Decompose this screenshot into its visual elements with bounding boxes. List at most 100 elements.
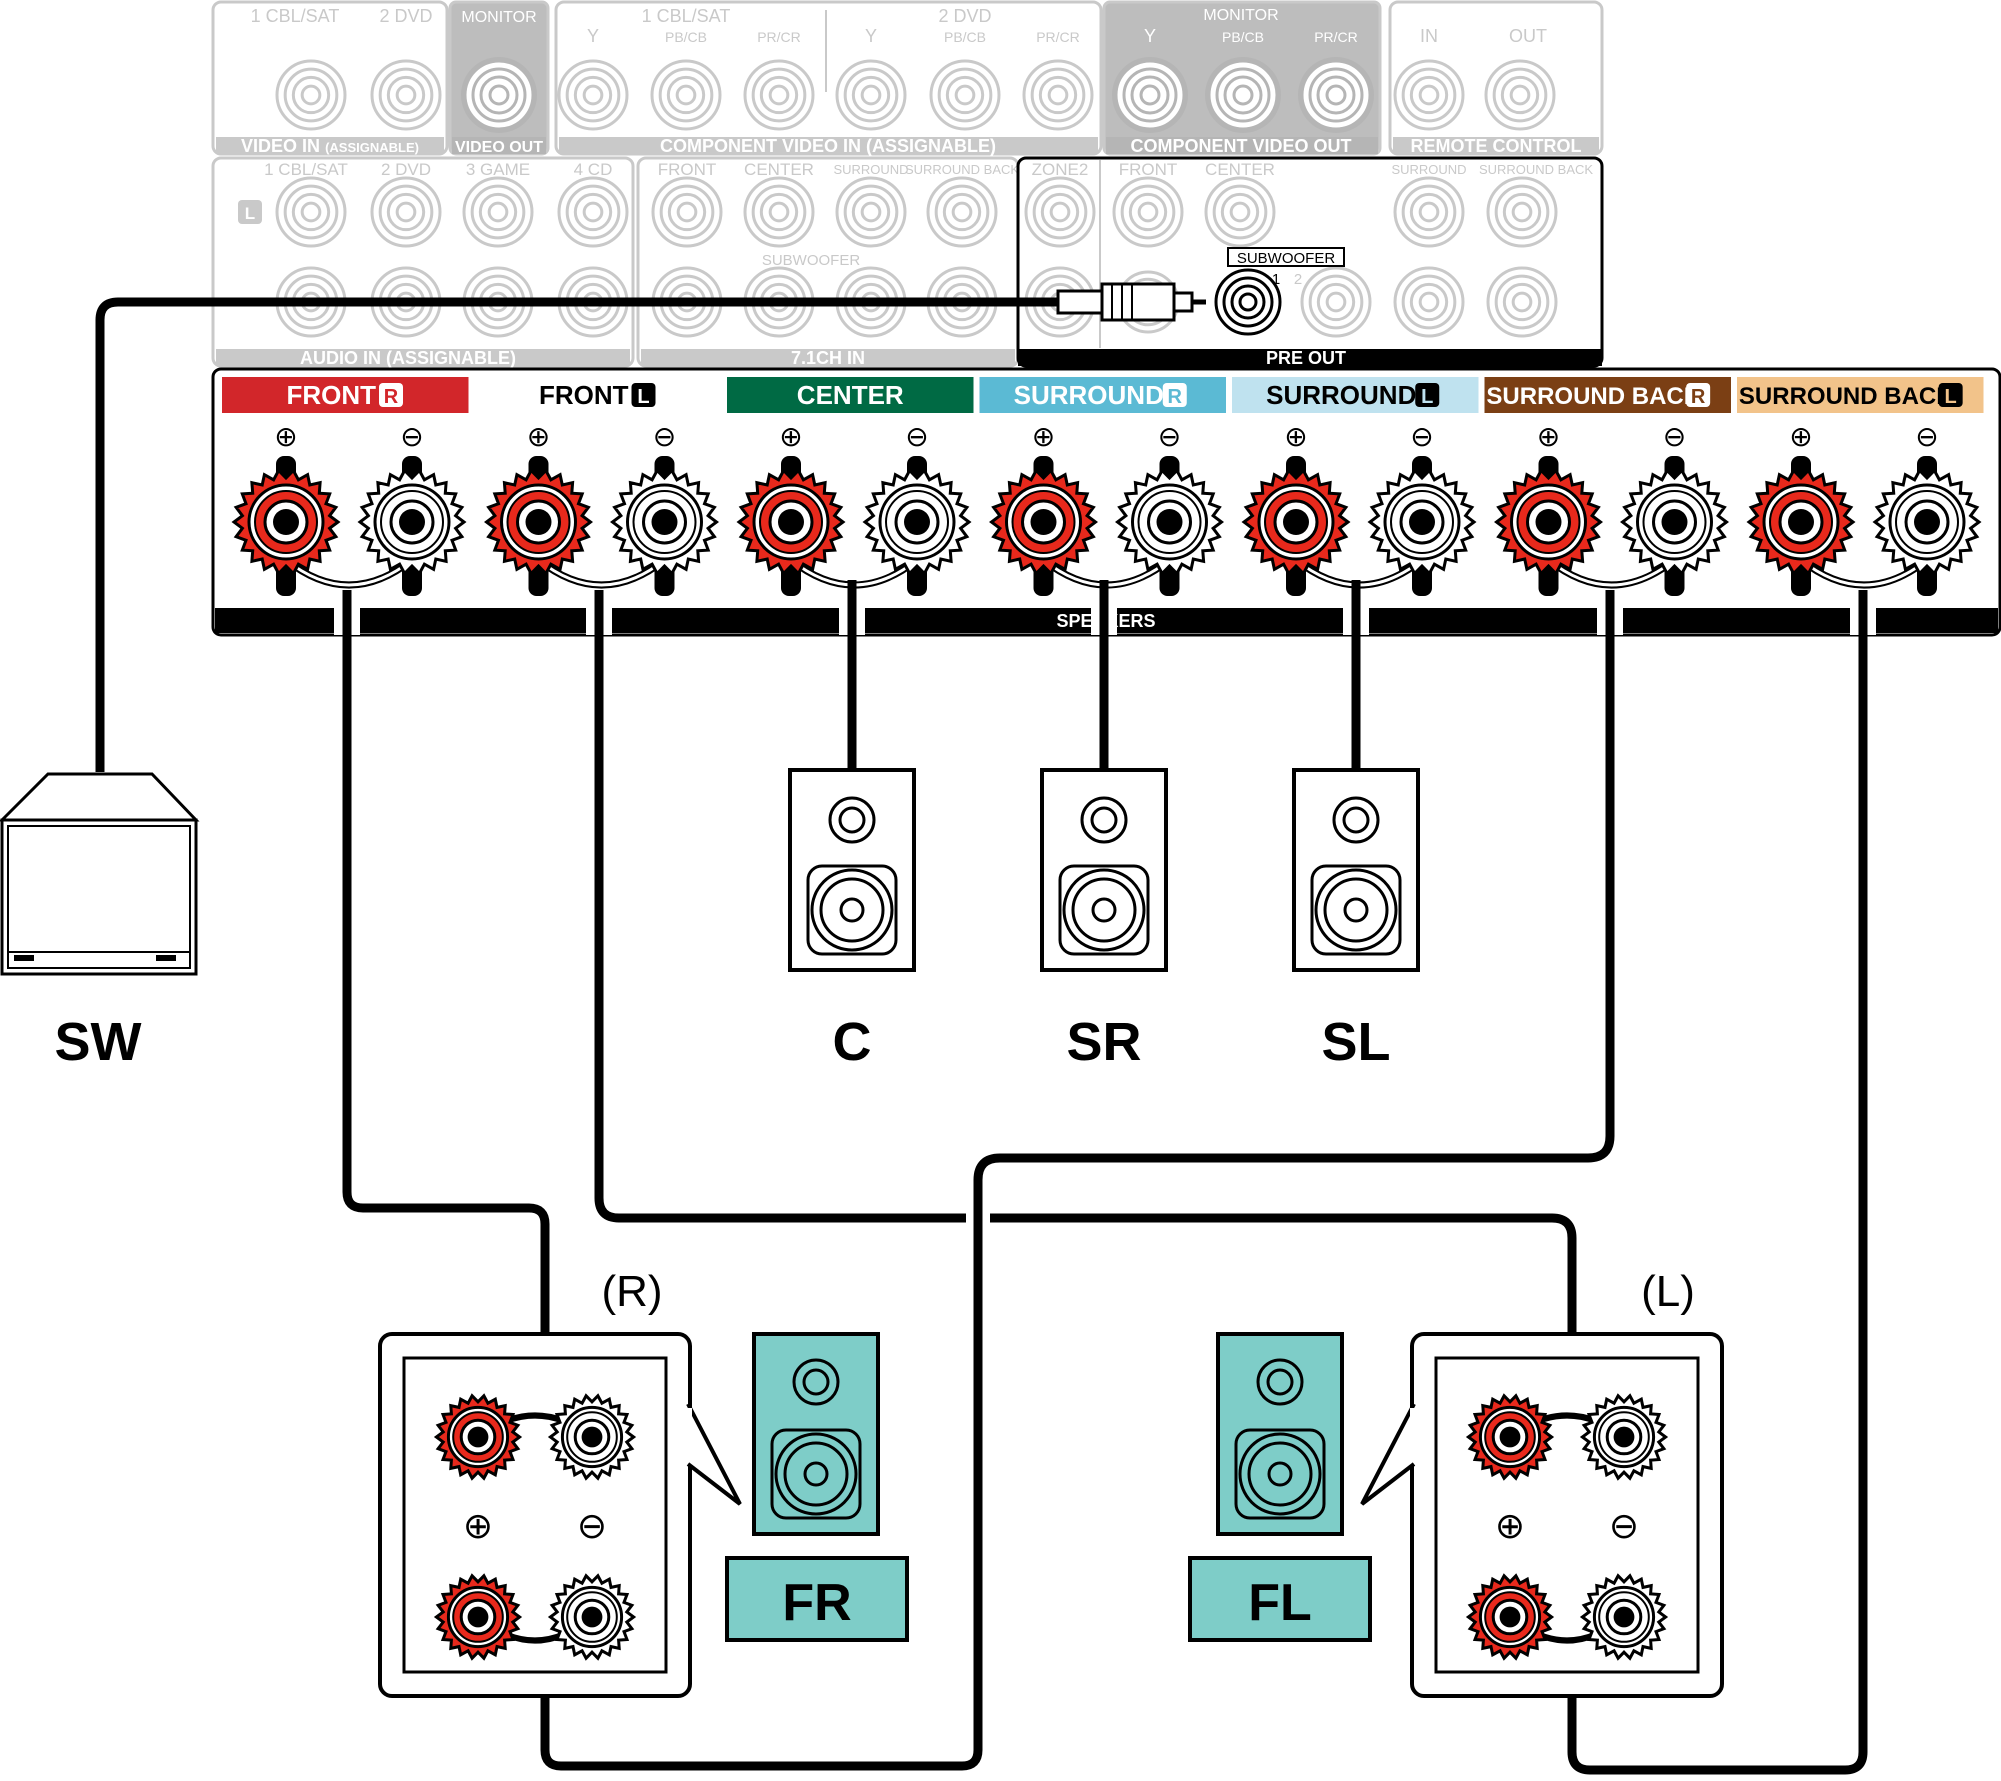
component-in-jack-4: [835, 59, 907, 131]
component-group-1: 1 CBL/SAT: [642, 6, 731, 26]
front-right-lower-plus[interactable]: [433, 1573, 523, 1661]
front-right-speaker: [752, 1332, 880, 1536]
ch71-surround: SURROUND: [833, 162, 908, 177]
receiver-top-panel: 1 CBL/SAT 2 DVD MONITOR 1 CBL/SAT 2 DVD …: [211, 0, 1604, 368]
pre-out-surround: SURROUND: [1391, 162, 1466, 177]
front-left-speaker: [1216, 1332, 1344, 1536]
speaker-channel-badge-box-4: [1415, 383, 1440, 407]
pre-out-center: CENTER: [1205, 160, 1275, 179]
component-out-jack-1: [1112, 57, 1188, 133]
video-monitor-label: MONITOR: [461, 9, 536, 26]
front-right-lower-minus[interactable]: [547, 1573, 637, 1661]
component-in-channel-0-1: PB/CB: [665, 29, 707, 45]
row2-upper-jack-3: [462, 176, 534, 248]
surround-left-speaker: [1292, 768, 1420, 972]
component-in-jack-6: [1022, 59, 1094, 131]
speaker-terminal-plus-6[interactable]: [1746, 468, 1856, 576]
speaker-terminal-plus-1[interactable]: [484, 468, 593, 576]
subwoofer-speaker: [0, 772, 200, 976]
jumper-inner-6: [1800, 558, 1928, 587]
pre-out-section: PRE OUT: [1266, 348, 1346, 368]
row2-upper-jack-11: [1204, 176, 1276, 248]
front-left-upper-plus[interactable]: [1465, 1393, 1555, 1481]
speaker-channel-label-0: FRONT: [286, 380, 376, 410]
speaker-channel-badge-box-1: [631, 383, 656, 407]
speaker-terminal-plus-2[interactable]: [736, 468, 846, 576]
ch71-in-bar: [641, 349, 1015, 366]
front-left-lower-plus[interactable]: [1465, 1573, 1555, 1661]
minus-symbol-2: ⊖: [905, 421, 928, 452]
front-left-terminal-plate: ⊕⊖: [1360, 1332, 1724, 1698]
component-in-channel-0-2: PR/CR: [757, 29, 801, 45]
row2-upper-jack-7: [835, 176, 907, 248]
speaker-terminal-minus-6[interactable]: [1872, 468, 1982, 576]
component-out-section: COMPONENT VIDEO OUT: [1130, 136, 1351, 156]
speaker-terminal-plus-0[interactable]: [231, 468, 341, 576]
speaker-terminal-minus-1[interactable]: [610, 468, 719, 576]
surround-right-label: SR: [1066, 1012, 1141, 1072]
front-left-lower-minus[interactable]: [1579, 1573, 1669, 1661]
component-out-channel-0: Y: [1144, 26, 1156, 46]
audio-in-2: 2 DVD: [381, 160, 431, 179]
wire-crossing-gaps: [966, 1200, 990, 1236]
speaker-channel-badge-box-0: [379, 383, 403, 407]
component-in-jack-1: [557, 59, 629, 131]
plus-symbol-6: ⊕: [1789, 421, 1812, 452]
row2-upper-jack-9: [1024, 176, 1096, 248]
component-in-jack-2: [650, 59, 722, 131]
audio-in-bar: [216, 349, 630, 366]
speaker-terminal-plus-5[interactable]: [1494, 468, 1603, 576]
jumper-inner-5: [1547, 558, 1676, 587]
speaker-terminal-minus-3[interactable]: [1115, 468, 1224, 576]
speaker-channel-badge-box-6: [1938, 383, 1963, 407]
small-speakers: [788, 768, 1420, 972]
speaker-terminal-minus-2[interactable]: [862, 468, 972, 576]
component-out-jack-3: [1298, 57, 1374, 133]
component-in-channel-0-0: Y: [587, 26, 599, 46]
wire-front-right-minus: [540, 590, 1615, 1771]
video-out-section: VIDEO OUT: [455, 139, 543, 156]
speaker-channel-label-5: SURROUND BACK: [1486, 383, 1701, 410]
component-in-section: COMPONENT VIDEO IN (ASSIGNABLE): [660, 136, 996, 156]
minus-symbol-4: ⊖: [1410, 421, 1433, 452]
front-left-upper-minus[interactable]: [1579, 1393, 1669, 1481]
speaker-channel-band-0: [222, 377, 469, 413]
speaker-terminal-minus-4[interactable]: [1367, 468, 1477, 576]
row2-lower-jack-13: [1486, 266, 1558, 338]
speaker-terminal-plus-4[interactable]: [1241, 468, 1351, 576]
row2-upper-jack-5: [651, 176, 723, 248]
ch71-center: CENTER: [744, 160, 814, 179]
pre-out-front: FRONT: [1119, 160, 1178, 179]
front-right-upper-plus[interactable]: [433, 1393, 523, 1481]
front-left-minus-symbol: ⊖: [1609, 1505, 1639, 1546]
speaker-terminal-minus-0[interactable]: [357, 468, 467, 576]
speaker-channel-badge-box-3: [1162, 383, 1187, 407]
speaker-channel-badge-3: R: [1168, 386, 1183, 408]
remote-jack-2: [1484, 59, 1556, 131]
front-left-label-box: [1188, 1556, 1372, 1642]
plus-symbol-0: ⊕: [274, 421, 297, 452]
speaker-terminal-plus-3[interactable]: [989, 468, 1098, 576]
row2-upper-jack-2: [370, 176, 442, 248]
pre-out-bar: [1018, 349, 1602, 366]
video-in-section: VIDEO IN (ASSIGNABLE): [241, 136, 419, 156]
component-in-channel-1-1: PB/CB: [944, 29, 986, 45]
row2-upper-jack-12: [1393, 176, 1465, 248]
video-in-input-1: 1 CBL/SAT: [251, 6, 340, 26]
speaker-terminal-minus-5[interactable]: [1620, 468, 1729, 576]
front-right-upper-minus[interactable]: [547, 1393, 637, 1481]
speaker-channel-label-3: SURROUND: [1014, 380, 1164, 410]
audio-in-3: 3 GAME: [466, 160, 530, 179]
minus-symbol-0: ⊖: [400, 421, 423, 452]
subwoofer-out-label: SUBWOOFER: [1237, 250, 1336, 267]
remote-in-label: IN: [1420, 26, 1438, 46]
subwoofer-out-jack[interactable]: [1214, 268, 1282, 336]
speaker-channel-badge-0: R: [384, 386, 399, 408]
video-in-input-2: 2 DVD: [379, 6, 432, 26]
row2-upper-jack-4: [557, 176, 629, 248]
subwoofer-out-label-box: [1227, 247, 1345, 267]
remote-jack-1: [1393, 59, 1465, 131]
speaker-channel-band-2: [727, 377, 974, 413]
plus-symbol-1: ⊕: [527, 421, 550, 452]
